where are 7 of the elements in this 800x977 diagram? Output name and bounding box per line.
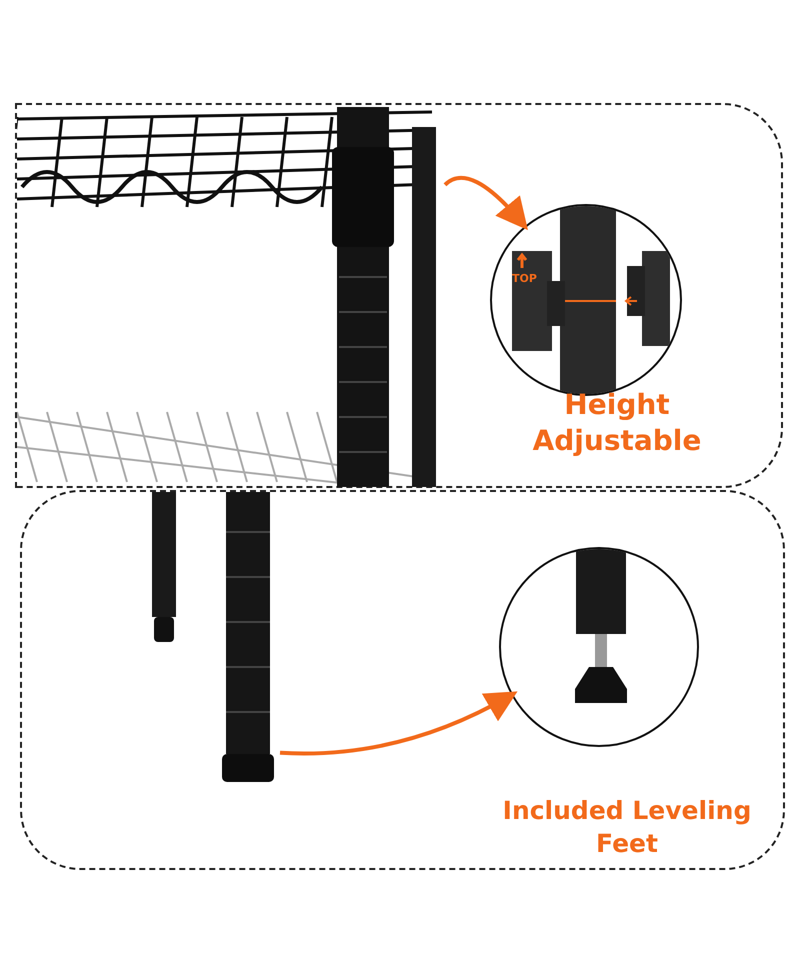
curved-arrow xyxy=(444,176,528,230)
feature-caption: Included Leveling Feet xyxy=(502,795,752,860)
dashed-panel xyxy=(15,103,783,488)
dashed-panel xyxy=(20,490,785,870)
feature-caption: Height Adjustable xyxy=(532,387,702,460)
curved-arrow xyxy=(280,692,518,756)
direction-label: TOP xyxy=(512,272,537,285)
